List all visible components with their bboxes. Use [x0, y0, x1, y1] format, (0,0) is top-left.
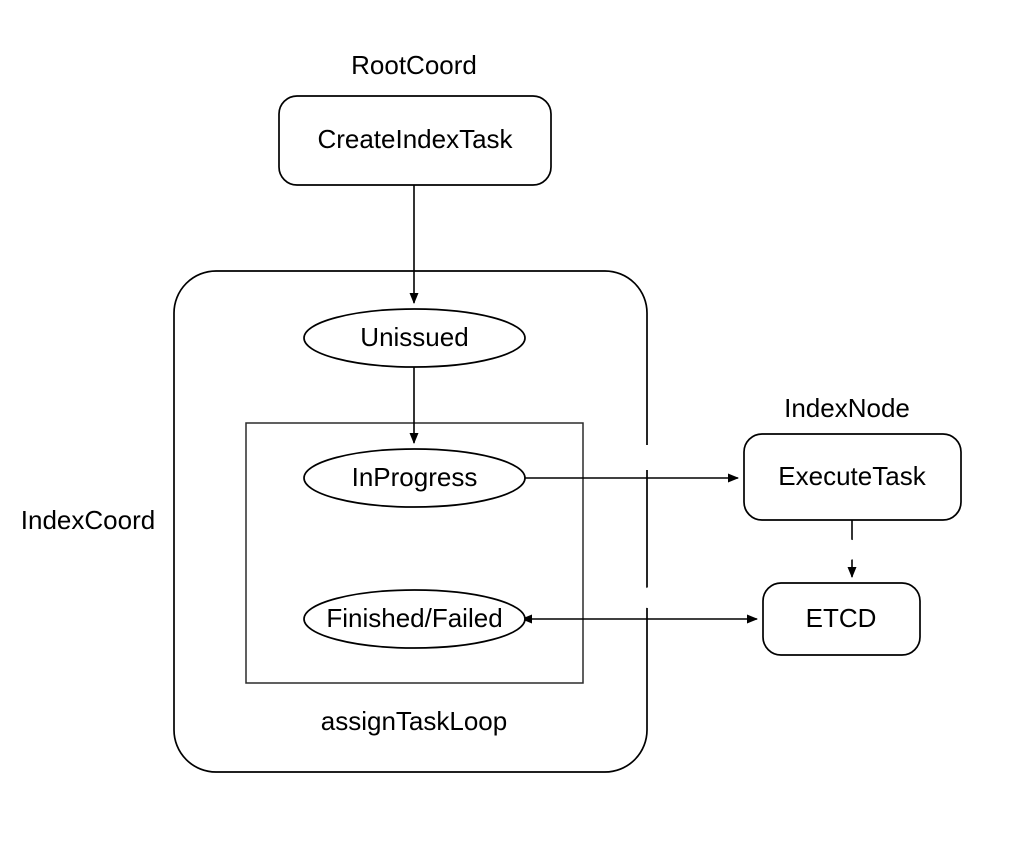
node-execute-task-label: ExecuteTask	[778, 461, 926, 491]
node-unissued-label: Unissued	[360, 322, 468, 352]
node-in-progress-label: InProgress	[352, 462, 478, 492]
node-finished-failed[interactable]	[303, 589, 526, 649]
node-create-index-task[interactable]	[278, 95, 552, 186]
group-root-coord-label: RootCoord	[351, 50, 477, 80]
node-etcd[interactable]	[762, 582, 921, 656]
group-index-coord-label: IndexCoord	[21, 505, 155, 535]
group-assign-task-loop-label: assignTaskLoop	[321, 706, 507, 736]
node-unissued[interactable]	[303, 308, 526, 368]
node-create-index-task-label: CreateIndexTask	[317, 124, 513, 154]
node-etcd-label: ETCD	[806, 603, 877, 633]
edge-label-peek-client: PeekClient	[599, 445, 720, 473]
edge-label-watch: Watch	[613, 583, 683, 611]
edge-label-finished-failed: Finished/Failed	[775, 535, 945, 563]
node-in-progress[interactable]	[303, 448, 526, 508]
node-execute-task[interactable]	[743, 433, 962, 521]
node-finished-failed-label: Finished/Failed	[326, 603, 502, 633]
group-index-node-label: IndexNode	[784, 393, 910, 423]
